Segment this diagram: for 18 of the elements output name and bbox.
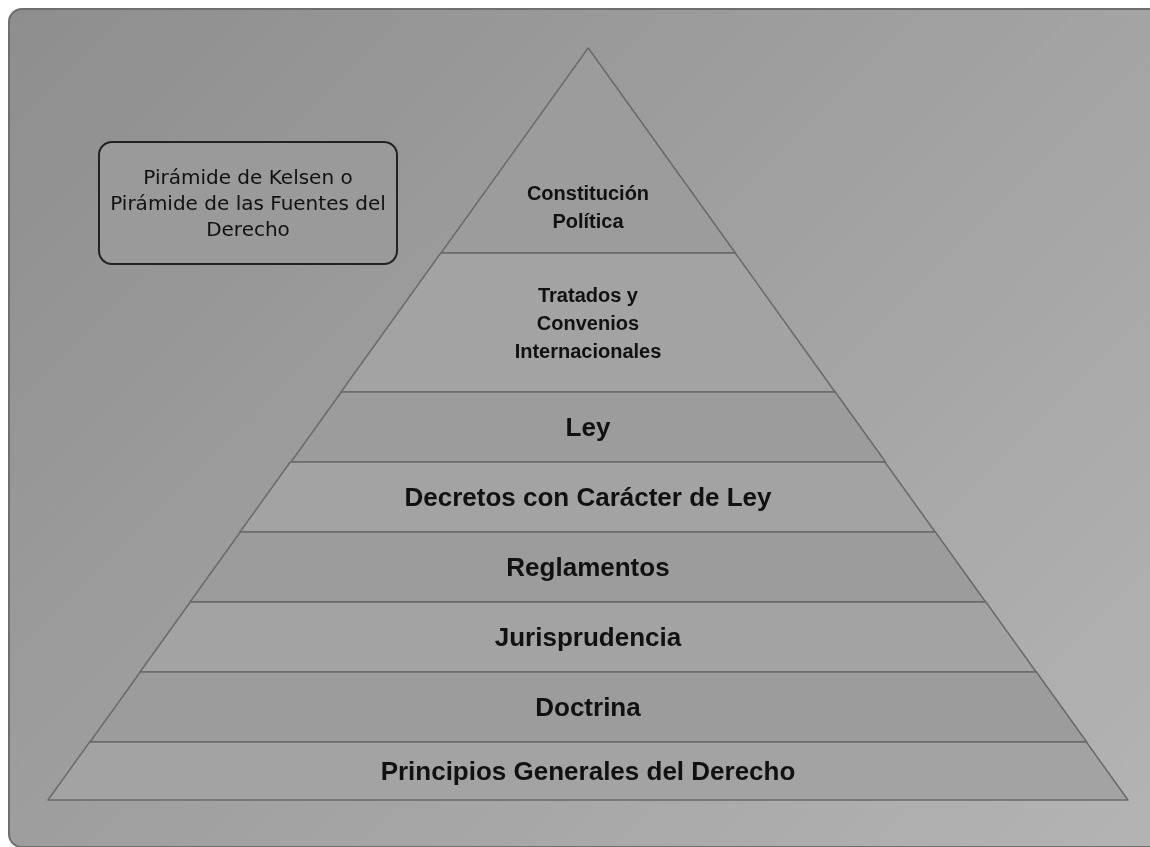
tier-label: Constitución Política (525, 181, 651, 234)
title-box (98, 141, 398, 265)
tier-label: Tratados y Convenios Internacionales (513, 282, 663, 364)
pyramid-tier (190, 532, 986, 602)
pyramid-tier (89, 672, 1087, 742)
tier-label: Decretos con Carácter de Ley (403, 481, 773, 514)
pyramid-tier (290, 392, 886, 462)
pyramid-tier (48, 742, 1128, 800)
pyramid-tier (340, 253, 835, 392)
tier-label: Jurisprudencia (493, 621, 683, 654)
pyramid-tier (139, 602, 1037, 672)
tier-label: Ley (564, 411, 612, 444)
pyramid-tier (240, 462, 936, 532)
tier-label: Doctrina (534, 691, 642, 724)
title-text: Pirámide de Kelsen o Pirámide de las Fuentes del Derecho (109, 164, 387, 242)
tier-label: Reglamentos (505, 551, 671, 584)
pyramid-tier (440, 48, 736, 253)
tier-label: Principios Generales del Derecho (379, 755, 797, 788)
